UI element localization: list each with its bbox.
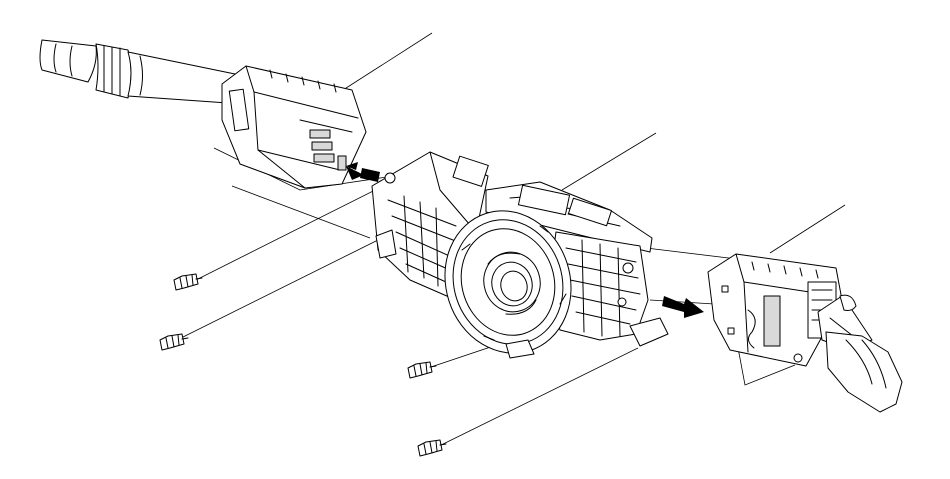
left-switch-body (221, 65, 367, 189)
screw (159, 333, 189, 351)
arrow-right (662, 296, 704, 318)
leader-line-right (769, 204, 846, 254)
screw (407, 361, 437, 379)
leader-line-center (561, 132, 657, 191)
leader-line-left (342, 32, 433, 91)
screw (173, 273, 203, 291)
arrow-left (346, 162, 380, 182)
left-switch-lever (39, 39, 243, 105)
right-switch-lever (817, 294, 903, 413)
leader-lines (342, 32, 846, 254)
center-switch-housing (371, 151, 669, 347)
spiral-cable-ring (444, 210, 572, 359)
screw (417, 439, 447, 457)
